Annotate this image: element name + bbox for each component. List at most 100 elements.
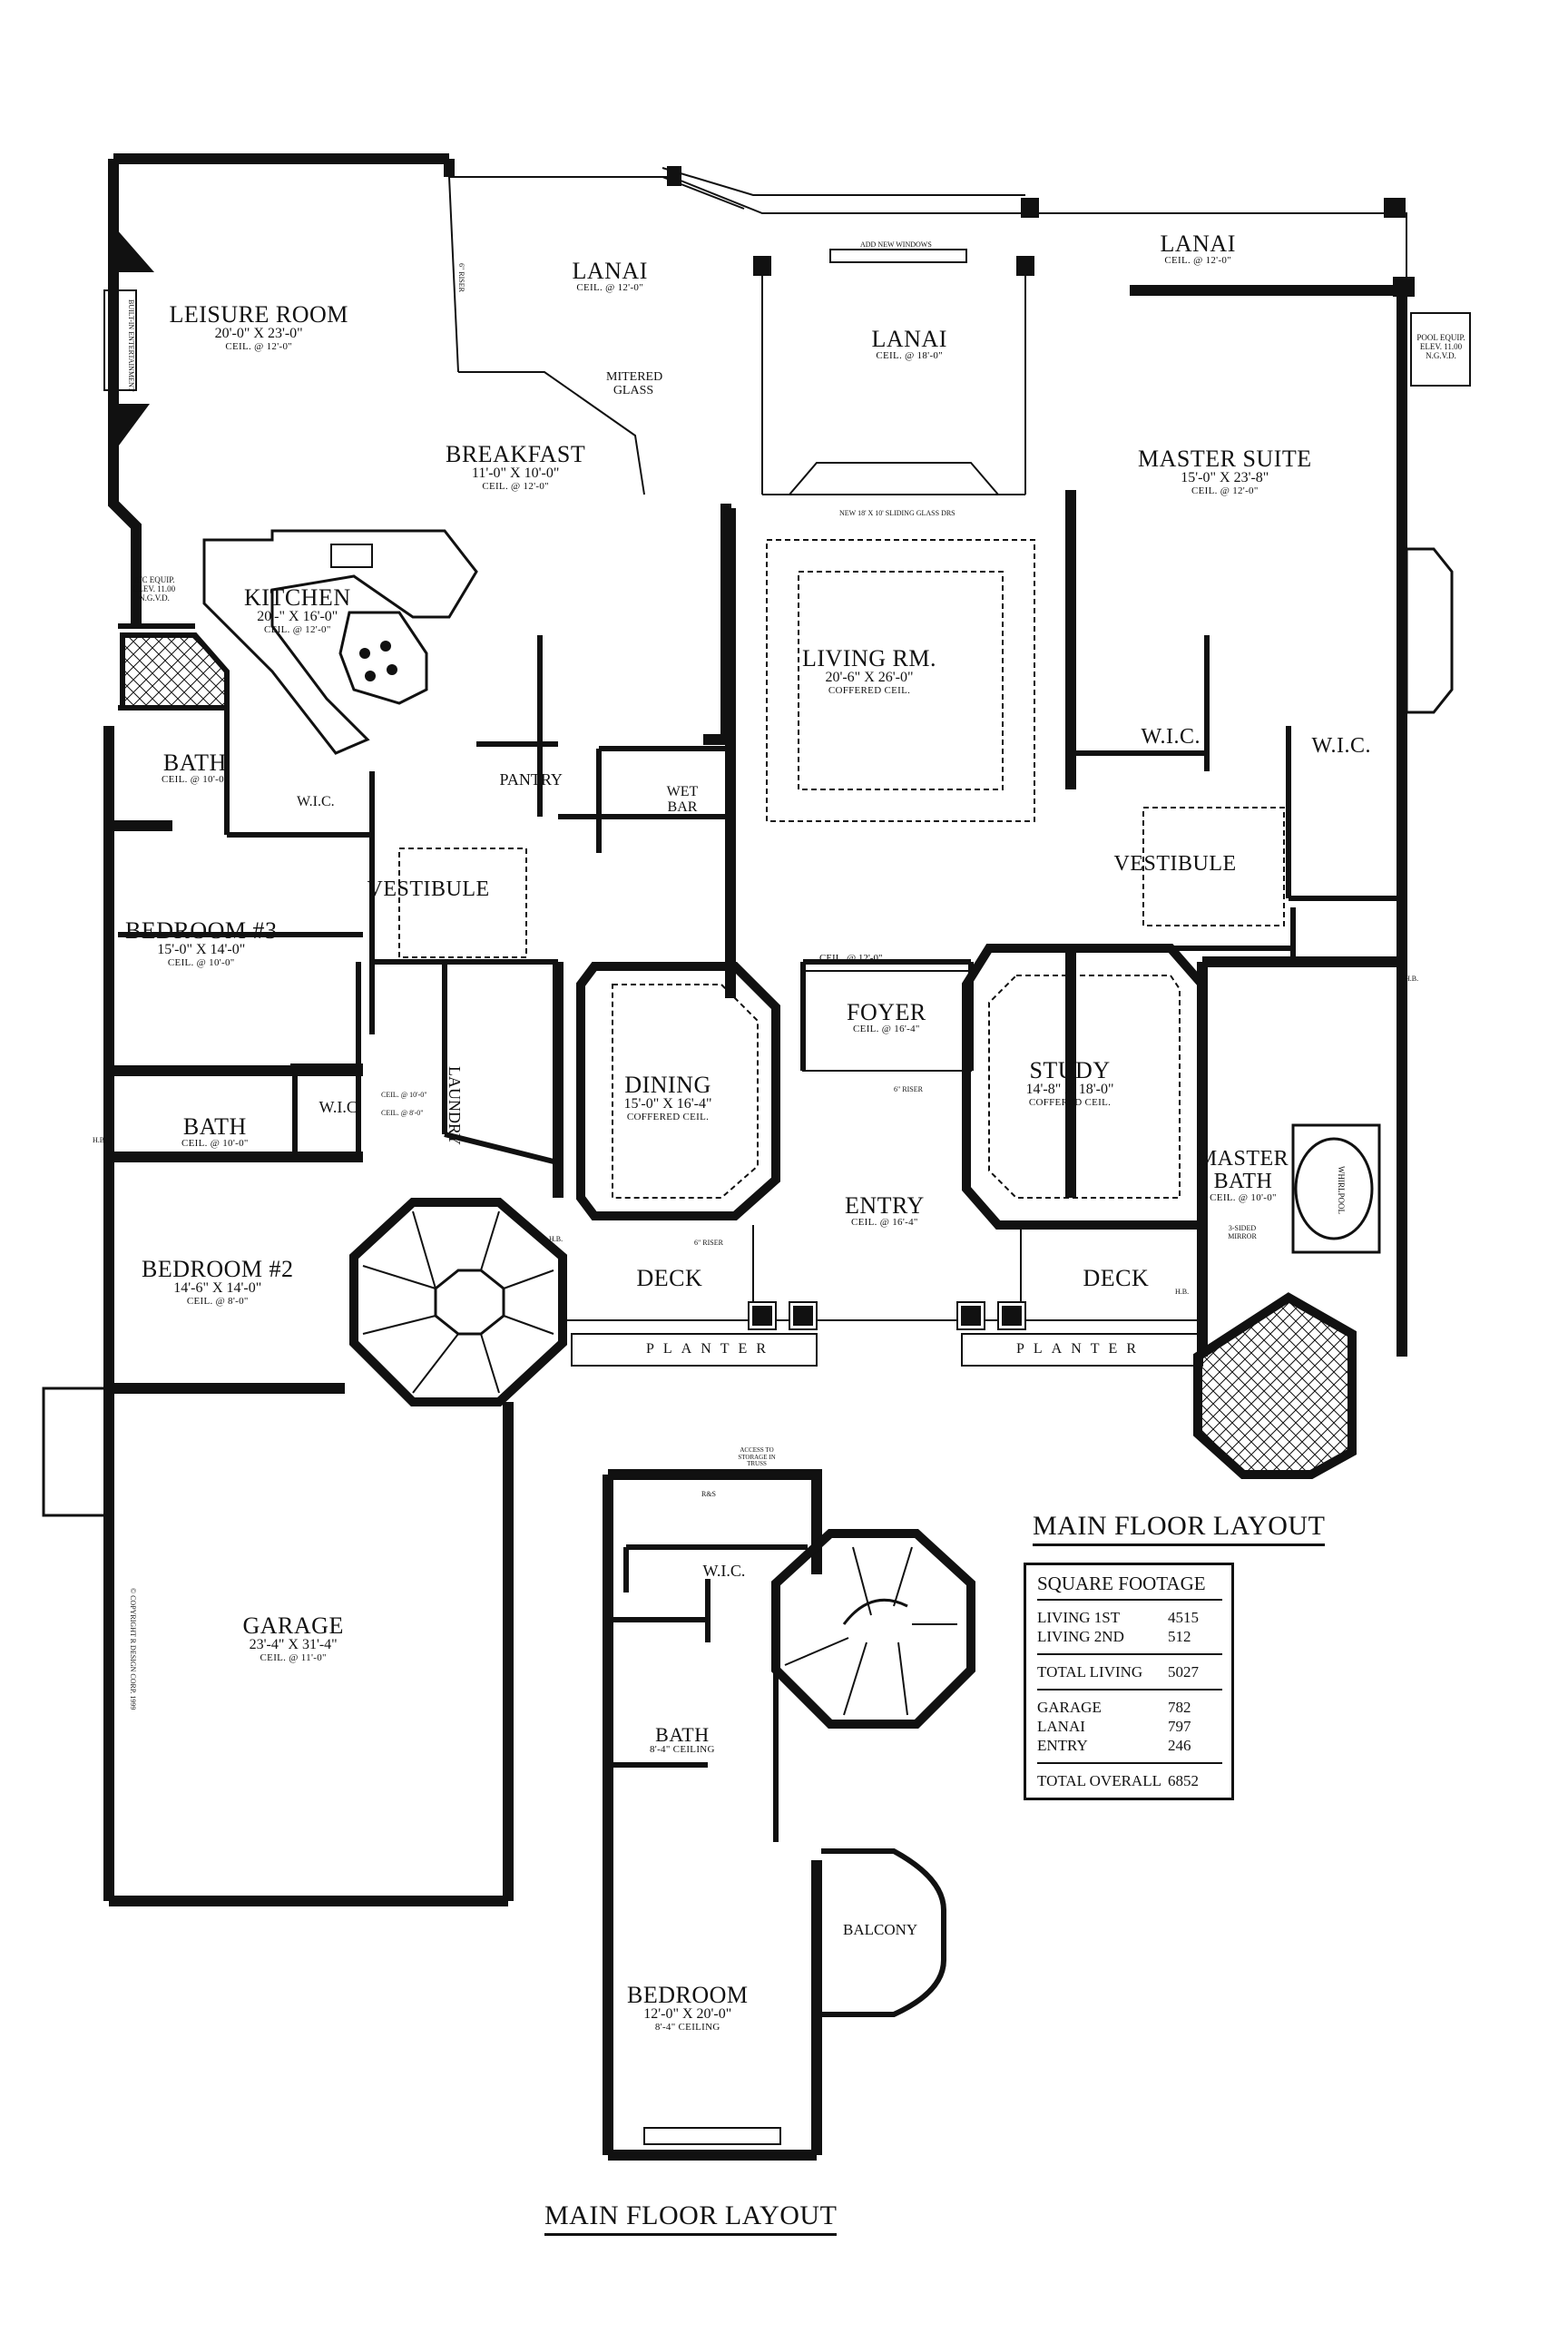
room-name: ENTRY xyxy=(845,1192,925,1219)
room-dims: 14'-8" X 18'-0" xyxy=(1025,1082,1114,1098)
entry-deck xyxy=(558,1225,1203,1367)
square-footage-table: SQUARE FOOTAGE LIVING 1ST 4515 LIVING 2N… xyxy=(1024,1563,1234,1800)
sqft-label: LIVING 2ND xyxy=(1037,1628,1124,1645)
room-name: KITCHEN xyxy=(244,584,351,611)
room-name: BEDROOM #2 xyxy=(142,1256,294,1282)
room-name: DINING xyxy=(624,1072,711,1098)
room-study: STUDY 14'-8" X 18'-0" COFFERED CEIL. xyxy=(1026,1058,1114,1109)
upper-window xyxy=(643,2127,781,2145)
room-master-suite: MASTER SUITE 15'-0" X 23'-8" CEIL. @ 12'… xyxy=(1138,446,1312,497)
heading-main-floor-right: MAIN FLOOR LAYOUT xyxy=(1033,1511,1326,1546)
tile-kitchen-nook xyxy=(120,632,230,710)
sqft-value: 782 xyxy=(1168,1699,1191,1716)
room-name: DECK xyxy=(636,1265,703,1291)
room-dims: 11'-0" X 10'-0" xyxy=(471,466,560,482)
room-balcony: BALCONY xyxy=(843,1922,917,1938)
garage-side-box xyxy=(42,1387,111,1517)
sqft-value: 797 xyxy=(1168,1718,1191,1735)
kitchen-island xyxy=(338,611,428,705)
room-ceiling: 8'-4" CEILING xyxy=(650,1744,715,1756)
room-name: BATH xyxy=(162,750,227,776)
room-name: LEISURE ROOM xyxy=(169,301,348,328)
sqft-divider xyxy=(1037,1689,1222,1690)
room-name: W.I.C. xyxy=(297,794,335,809)
room-name: MASTER SUITE xyxy=(1138,446,1312,472)
room-lanai-left: LANAI CEIL. @ 12'-0" xyxy=(573,259,648,294)
room-dims: 15'-0" X 16'-4" xyxy=(623,1096,712,1112)
balcony-outline xyxy=(821,1848,946,2017)
note-mirror: 3-SIDED MIRROR xyxy=(1228,1224,1257,1240)
room-dims: 14'-6" X 14'-0" xyxy=(173,1280,262,1297)
note-pool-equip: POOL EQUIP. ELEV. 11.00 N.G.V.D. xyxy=(1416,333,1465,360)
room-wic-bath-2: W.I.C. xyxy=(319,1099,362,1116)
sqft-value: 512 xyxy=(1168,1628,1191,1645)
planter-left: PLANTER xyxy=(646,1341,775,1357)
vestibule-left-ceiling xyxy=(398,848,527,958)
room-ceiling: CEIL. @ 10'-0" xyxy=(181,1138,249,1150)
room-wic-kitchen: W.I.C. xyxy=(297,794,335,810)
room-foyer: FOYER CEIL. @ 16'-4" xyxy=(847,1000,926,1035)
room-leisure: LEISURE ROOM 20'-0" X 23'-0" CEIL. @ 12'… xyxy=(170,302,348,353)
room-vestibule-left: VESTIBULE xyxy=(368,877,490,901)
room-ceiling: CEIL. @ 18'-0" xyxy=(876,350,944,362)
room-name: W.I.C. xyxy=(318,1098,362,1116)
note-mitered-glass: MITERED GLASS xyxy=(606,370,663,398)
room-name: LAUNDRY xyxy=(446,1066,464,1146)
interior-walls xyxy=(118,623,1402,1842)
room-name: W.I.C. xyxy=(1311,734,1371,758)
room-name: W.I.C. xyxy=(702,1562,746,1580)
room-name: VESTIBULE xyxy=(1113,852,1237,876)
note-riser-foyer: 6" RISER xyxy=(894,1085,923,1093)
note-hb-3: H.B. xyxy=(1175,1288,1190,1296)
tile-master-bath xyxy=(1193,1292,1357,1479)
room-name: FOYER xyxy=(847,999,926,1025)
room-deck-right: DECK xyxy=(1083,1266,1150,1291)
pool-equip-box xyxy=(1410,312,1471,387)
note-copyright: © COPYRIGHT R DESIGN CORP. 1999 xyxy=(129,1588,137,1710)
room-bedroom-upper: BEDROOM 12'-0" X 20'-0" 8'-4" CEILING xyxy=(627,1983,749,2034)
tub-deck xyxy=(1291,1123,1381,1254)
room-ceiling: CEIL. @ 8'-0" xyxy=(186,1296,249,1308)
sliding-door-arc xyxy=(787,462,1001,495)
room-bath-upper: BATH 8'-4" CEILING xyxy=(650,1724,715,1756)
room-lanai-center: LANAI CEIL. @ 18'-0" xyxy=(872,327,947,362)
room-ceiling: CEIL. @ 12'-0" xyxy=(482,481,549,493)
room-name: LANAI xyxy=(871,326,947,352)
note-access-storage: ACCESS TO STORAGE IN TRUSS xyxy=(738,1446,776,1468)
sqft-label: TOTAL OVERALL xyxy=(1037,1772,1161,1789)
room-wic-master-2: W.I.C. xyxy=(1311,734,1371,758)
note-sliding-doors: NEW 18' X 10' SLIDING GLASS DRS xyxy=(839,509,956,517)
room-living: LIVING RM. 20'-6" X 26'-0" COFFERED CEIL… xyxy=(802,646,936,697)
foyer-outline xyxy=(802,970,972,1072)
room-ceiling: CEIL. @ 12'-0" xyxy=(1164,255,1232,267)
room-master-bath: MASTER BATH CEIL. @ 10'-0" xyxy=(1196,1147,1291,1204)
room-garage: GARAGE 23'-4" X 31'-4" CEIL. @ 11'-0" xyxy=(243,1613,344,1664)
sqft-label: ENTRY xyxy=(1037,1737,1088,1754)
stair-upper xyxy=(771,1529,975,1729)
sqft-row-total-overall: TOTAL OVERALL 6852 xyxy=(1037,1771,1222,1790)
kitchen-sink xyxy=(330,544,373,568)
room-name: BEDROOM xyxy=(627,1982,749,2008)
sqft-value: 5027 xyxy=(1168,1663,1199,1681)
room-dims: 20'-0" X 23'-0" xyxy=(214,326,303,342)
sqft-label: TOTAL LIVING xyxy=(1037,1663,1143,1681)
note-riser-entry: 6" RISER xyxy=(694,1239,723,1247)
room-ceiling: CEIL. @ 12'-0" xyxy=(225,341,293,353)
sqft-title: SQUARE FOOTAGE xyxy=(1037,1573,1222,1601)
cooktop xyxy=(359,641,397,681)
note-entertainment: BUILT-IN ENTERTAINMENT xyxy=(127,299,135,392)
kitchen-counter xyxy=(202,529,478,755)
room-name: PANTRY xyxy=(499,770,563,789)
room-name: LIVING RM. xyxy=(802,645,936,671)
note-riser-lanai: 6" RISER xyxy=(457,263,466,292)
living-ceiling xyxy=(766,539,1035,822)
note-hb-4: H.B. xyxy=(1405,975,1419,983)
room-ceiling: COFFERED CEIL. xyxy=(1028,1097,1112,1109)
note-hb-2: H.B. xyxy=(549,1235,564,1243)
note-rs: R&S xyxy=(701,1490,717,1498)
room-wet-bar: WET BAR xyxy=(662,784,703,816)
exterior-walls xyxy=(103,153,1407,2161)
room-name: WET BAR xyxy=(666,784,699,815)
room-ceiling: CEIL. @ 12'-0" xyxy=(1191,485,1259,497)
room-lanai-right: LANAI CEIL. @ 12'-0" xyxy=(1161,231,1236,267)
